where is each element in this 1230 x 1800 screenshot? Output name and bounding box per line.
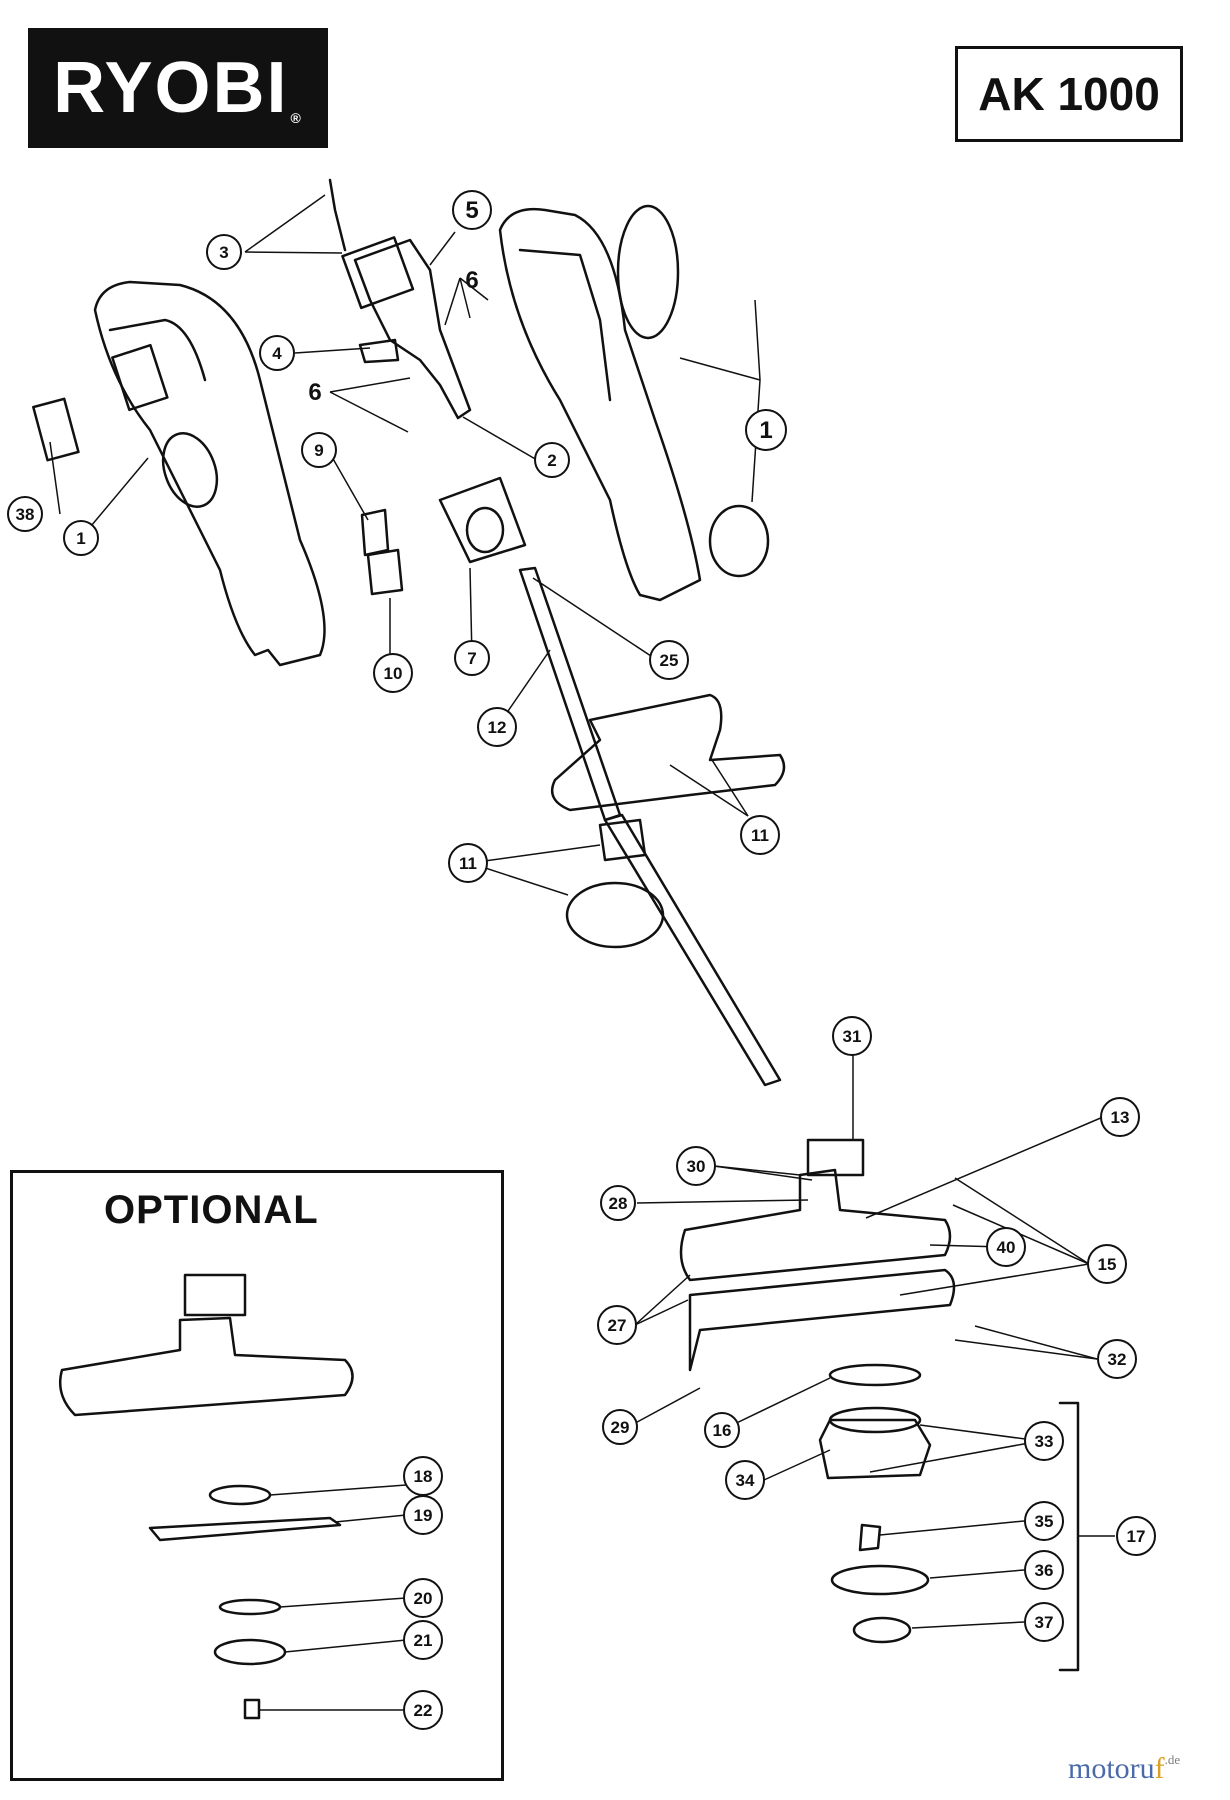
callout-11-left: 11 [459,854,477,873]
gear-housing-shape [438,476,527,564]
right-housing-inner [518,248,612,402]
callout-11-right: 11 [751,826,769,845]
callout-25: 25 [660,651,679,670]
left-housing-shape [93,280,326,667]
callout-7: 7 [467,649,476,668]
spool-cap [830,1564,930,1596]
commutator [341,236,415,310]
callout-19: 19 [414,1506,433,1525]
spool-top [828,1406,922,1434]
callout-9: 9 [314,441,323,460]
callout-5: 5 [465,197,478,224]
callout-20: 20 [414,1589,433,1608]
optional-bolt [243,1698,261,1720]
switch-part-9 [360,508,390,557]
guard-extension [688,1268,956,1372]
handle-clamp [598,818,647,862]
screw-group-upper [616,204,680,340]
callout-13: 13 [1111,1108,1130,1127]
callout-3: 3 [219,243,228,262]
motor-head-block [806,1138,865,1177]
callout-35: 35 [1035,1512,1054,1531]
callout-21: 21 [414,1631,433,1650]
callout-12: 12 [488,718,507,737]
spool-body [818,1418,932,1480]
watermark-accent: f [1154,1752,1165,1785]
callout-38: 38 [16,505,35,524]
optional-cup [213,1638,287,1666]
optional-washer [218,1598,282,1616]
callout-15: 15 [1098,1255,1117,1274]
callout-17: 17 [1127,1527,1146,1546]
spool-base [828,1363,922,1387]
ryobi-logo: RYOBI® [28,28,328,148]
brush-holder-4 [358,338,400,364]
watermark-suffix: .de [1164,1752,1181,1767]
left-housing-grip [161,432,219,508]
callout-36: 36 [1035,1561,1054,1580]
callout-29: 29 [611,1418,630,1437]
motoruf-watermark: motoruf.de [1068,1752,1180,1786]
callout-37: 37 [1035,1613,1054,1632]
callout-32: 32 [1108,1350,1127,1369]
callout-4: 4 [272,344,282,363]
left-housing-detail [108,318,207,382]
callout-6-upper: 6 [465,267,478,294]
optional-title: OPTIONAL [104,1188,319,1232]
screw-group-lower [708,504,770,578]
callout-40: 40 [997,1238,1016,1257]
callout-2: 2 [547,451,556,470]
callout-10: 10 [384,664,403,683]
drive-shaft-lower [603,813,782,1087]
callout-18: 18 [414,1467,433,1486]
drive-shaft-upper [518,566,622,822]
gear-housing-bore [465,506,505,554]
spring [858,1523,882,1552]
callout-27: 27 [608,1316,627,1335]
callout-16: 16 [713,1421,732,1440]
optional-box [10,1170,504,1781]
power-cord [328,178,347,252]
right-housing-shape [498,207,702,602]
callout-30: 30 [687,1157,706,1176]
callout-22: 22 [414,1701,433,1720]
watermark-main: motoru [1068,1752,1155,1785]
callout-1-right: 1 [759,417,772,444]
callout-34: 34 [736,1471,755,1490]
callout-31: 31 [843,1027,862,1046]
left-housing-window [111,343,169,412]
handle-clamp-plate [565,881,665,949]
armature-shape [353,238,472,420]
optional-head-block [183,1273,247,1317]
guard-shape [679,1168,952,1282]
callout-6-lower: 6 [308,379,321,406]
registered-mark: ® [290,110,303,126]
optional-guard [58,1316,354,1417]
handle-shape [550,693,786,812]
callout-28: 28 [609,1194,628,1213]
switch-part-10 [366,548,404,596]
label-sticker-shape [32,397,80,462]
optional-flange [208,1484,272,1506]
logo-text: RYOBI [53,48,289,128]
optional-blade [148,1516,342,1542]
model-number: AK 1000 [955,46,1183,142]
spool-nut [852,1616,912,1644]
callout-33: 33 [1035,1432,1054,1451]
callout-1-left: 1 [76,529,85,548]
